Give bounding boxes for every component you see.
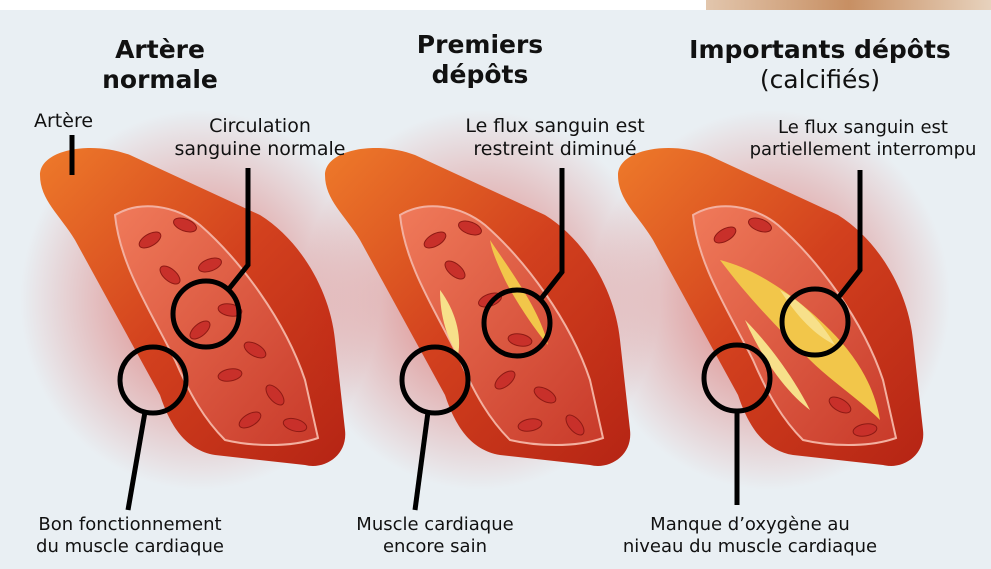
- panel-2-flow-label: Le flux sanguin est restreint diminué: [445, 115, 665, 161]
- panel-3-title: Importants dépôts (calcifiés): [660, 35, 980, 95]
- panel-2-title-line2: dépôts: [432, 60, 529, 89]
- panel-3-bottom-line1: Manque d’oxygène au: [650, 514, 850, 535]
- panel-1-flow-line1: Circulation: [209, 115, 311, 137]
- panel-1-flow-line2: sanguine normale: [175, 138, 346, 160]
- panel-2-bottom-label: Muscle cardiaque encore sain: [320, 514, 550, 557]
- panel-1-title: Artère normale: [80, 35, 240, 95]
- panel-3-flow-label: Le flux sanguin est partiellement interr…: [735, 117, 991, 160]
- artery-label: Artère: [34, 110, 93, 133]
- panel-2-bottom-line1: Muscle cardiaque: [356, 514, 513, 535]
- panel-3-flow-line1: Le flux sanguin est: [778, 117, 948, 138]
- panel-2-flow-line1: Le flux sanguin est: [465, 115, 644, 137]
- panel-3-title-line1: Importants dépôts: [689, 35, 951, 64]
- panel-1-title-line1: Artère: [115, 35, 205, 64]
- panel-2-bottom-line2: encore sain: [383, 536, 487, 557]
- artery-calcified-deposits: [590, 110, 950, 505]
- panel-3-flow-line2: partiellement interrompu: [750, 139, 977, 160]
- panel-1-flow-label: Circulation sanguine normale: [165, 115, 355, 161]
- panel-3-title-line2: (calcifiés): [660, 65, 980, 95]
- panel-2-title: Premiers dépôts: [395, 30, 565, 90]
- panel-2-title-line1: Premiers: [417, 30, 543, 59]
- panel-1-bottom-line2: du muscle cardiaque: [36, 536, 224, 557]
- panel-3-bottom-label: Manque d’oxygène au niveau du muscle car…: [590, 514, 910, 557]
- panel-1-title-line2: normale: [102, 65, 218, 94]
- panel-1-bottom-line1: Bon fonctionnement: [38, 514, 221, 535]
- panel-1-bottom-label: Bon fonctionnement du muscle cardiaque: [10, 514, 250, 557]
- panel-2-flow-line2: restreint diminué: [473, 138, 636, 160]
- panel-3-bottom-line2: niveau du muscle cardiaque: [623, 536, 877, 557]
